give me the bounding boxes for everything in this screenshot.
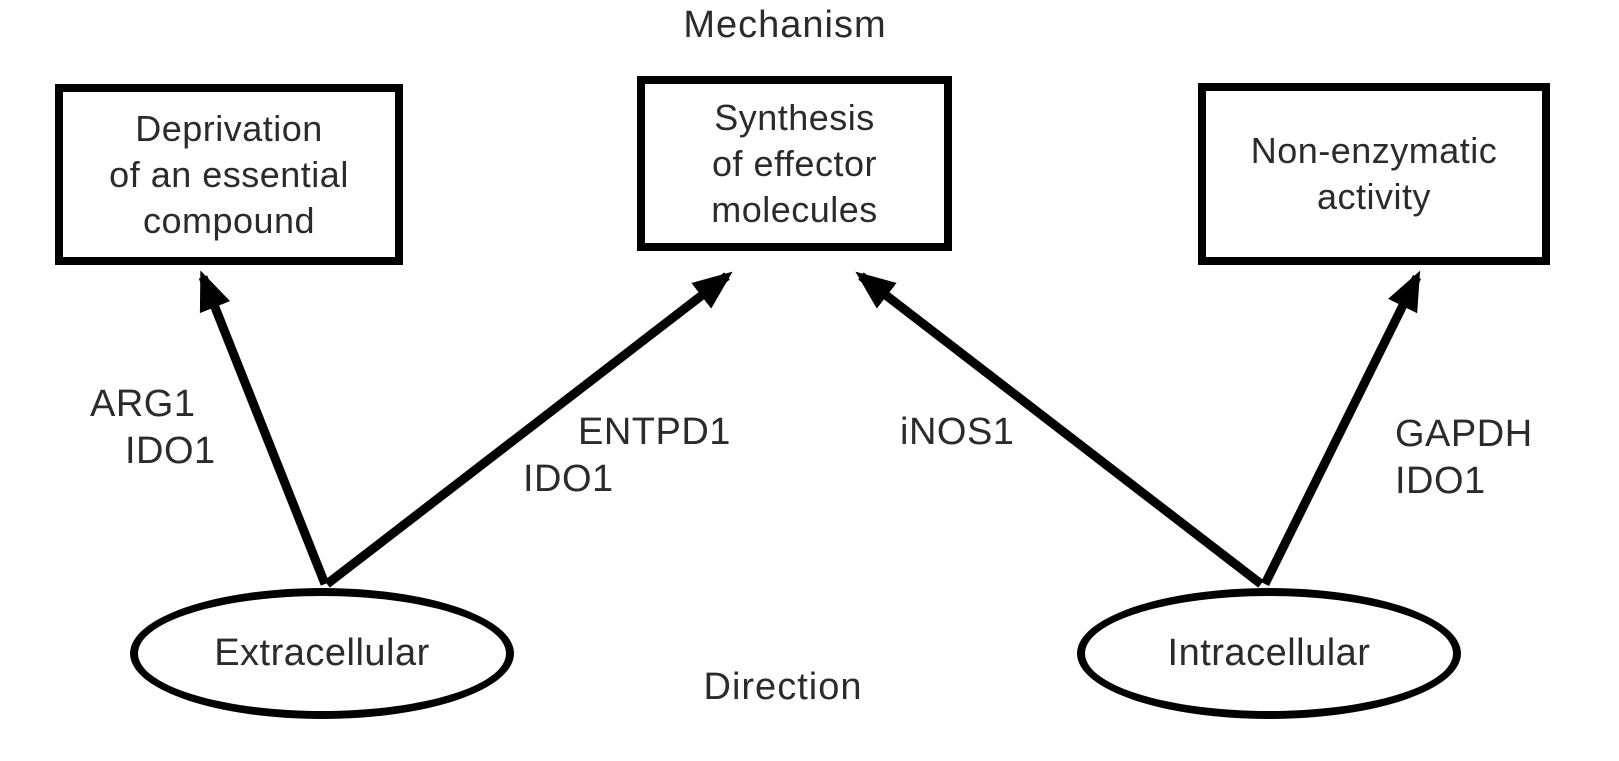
direction-title: Direction <box>703 666 863 708</box>
box-line: Deprivation <box>135 107 323 149</box>
edge-label-gapdh-ido1: GAPDH IDO1 <box>1395 411 1533 505</box>
arrow-extracellular-to-deprivation <box>198 270 330 586</box>
gene-label: IDO1 <box>125 430 216 472</box>
mechanism-title: Mechanism <box>683 4 887 46</box>
box-line: activity <box>1316 176 1432 217</box>
gene-label: IDO1 <box>1395 460 1486 502</box>
node-extracellular: Extracellular <box>130 588 514 719</box>
box-line: of effector <box>712 142 877 184</box>
gene-label: ARG1 <box>90 383 196 425</box>
node-label: Extracellular <box>214 632 430 674</box>
box-non-enzymatic: Non-enzymatic activity <box>1198 83 1550 265</box>
gene-label: iNOS1 <box>900 411 1015 453</box>
box-line: of an essential <box>109 153 349 195</box>
box-line: compound <box>142 199 316 241</box>
edge-label-arg1-ido1: ARG1 IDO1 <box>90 381 216 475</box>
box-line: Non-enzymatic <box>1250 130 1498 171</box>
gene-label: IDO1 <box>523 458 614 500</box>
edge-label-entpd1-ido1: ENTPD1 IDO1 <box>523 409 731 503</box>
gene-label: GAPDH <box>1395 413 1533 455</box>
box-line: Synthesis <box>714 96 875 138</box>
node-label: Intracellular <box>1167 632 1371 674</box>
gene-label: ENTPD1 <box>578 411 731 453</box>
node-intracellular: Intracellular <box>1077 588 1461 719</box>
box-deprivation: Deprivation of an essential compound <box>55 84 403 265</box>
edge-label-inos1: iNOS1 <box>900 409 1014 456</box>
box-line: molecules <box>711 188 878 230</box>
box-synthesis: Synthesis of effector molecules <box>637 76 952 251</box>
